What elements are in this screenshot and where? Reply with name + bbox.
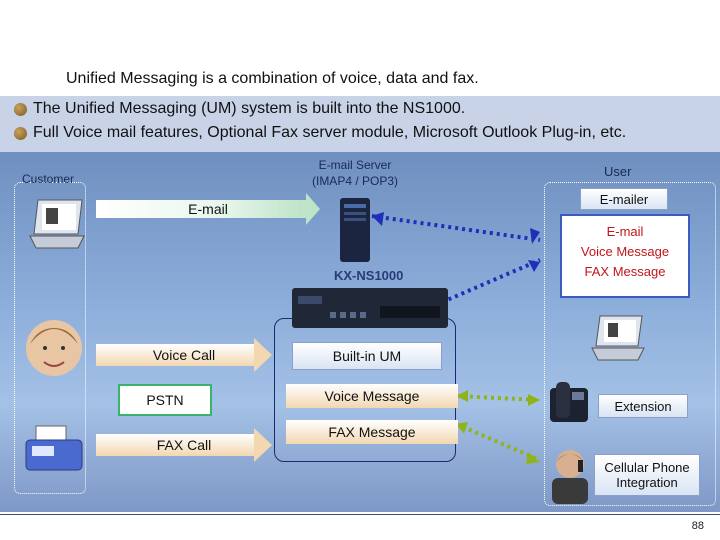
user-label: User (604, 164, 632, 179)
emailer-line-fax: FAX Message (584, 264, 666, 279)
arrowhead-icon (526, 452, 540, 464)
bullet-item-1: The Unified Messaging (UM) system is bui… (14, 100, 465, 118)
arrowhead-icon (456, 390, 468, 402)
arrowhead-icon (528, 394, 540, 406)
voice-message-box: Voice Message (286, 384, 458, 408)
user-laptop-icon (591, 315, 645, 361)
email-server-label-1: E-mail Server (318, 158, 392, 172)
cellular-person-icon (552, 450, 588, 504)
builtin-um-box: Built-in UM (292, 342, 442, 370)
cellular-label-2: Integration (616, 475, 678, 490)
intro-text: Unified Messaging is a combination of vo… (66, 70, 479, 87)
email-arrow-label: E-mail (188, 201, 228, 217)
extension-box: Extension (598, 394, 688, 418)
fax-call-arrow: FAX Call (96, 428, 272, 462)
fax-message-label: FAX Message (328, 424, 416, 440)
pstn-box: PSTN (118, 384, 212, 416)
emailer-label-box: E-mailer (580, 188, 668, 210)
arrowhead-icon (456, 422, 468, 434)
bullet-text-1: The Unified Messaging (UM) system is bui… (33, 100, 466, 117)
bullet-dot-icon (14, 126, 27, 140)
email-arrow: E-mail (96, 193, 320, 225)
fax-call-label: FAX Call (156, 437, 212, 453)
fax-message-box: FAX Message (286, 420, 458, 444)
email-server-label-2: (IMAP4 / POP3) (311, 174, 399, 188)
footer-rule (0, 514, 720, 515)
customer-panel (14, 182, 86, 494)
voice-message-label: Voice Message (324, 388, 420, 404)
customer-person-icon (26, 320, 82, 376)
voice-call-arrow: Voice Call (96, 338, 272, 372)
bullet-dot-icon (14, 102, 27, 116)
bullet-item-2: Full Voice mail features, Optional Fax s… (14, 124, 626, 142)
server-tower-icon (340, 198, 370, 262)
bullet-text-2: Full Voice mail features, Optional Fax s… (33, 124, 627, 141)
ns1000-label: KX-NS1000 (334, 268, 404, 283)
cellular-label-1: Cellular Phone (604, 460, 690, 475)
server-to-mailer-link (371, 214, 541, 242)
user-panel (544, 182, 716, 506)
page-number: 88 (691, 520, 704, 532)
bullet-box: The Unified Messaging (UM) system is bui… (0, 96, 720, 152)
arrowhead-icon (530, 228, 540, 244)
emailer-window: E-mail Voice Message FAX Message (560, 214, 690, 298)
customer-label: Customer (22, 172, 75, 186)
cellular-box: Cellular Phone Integration (594, 454, 700, 496)
desk-phone-icon (550, 382, 588, 422)
fax-to-cellular-link (455, 422, 541, 462)
arrowhead-icon (528, 260, 540, 272)
emailer-line-email: E-mail (606, 224, 644, 239)
emailer-line-voice: Voice Message (580, 244, 670, 259)
voice-call-label: Voice Call (152, 347, 216, 363)
voice-to-extension-link (455, 394, 541, 402)
fax-machine-icon (25, 425, 83, 471)
laptop-icon (29, 199, 85, 249)
ns1000-device-icon (292, 288, 448, 328)
arrowhead-icon (372, 212, 384, 226)
